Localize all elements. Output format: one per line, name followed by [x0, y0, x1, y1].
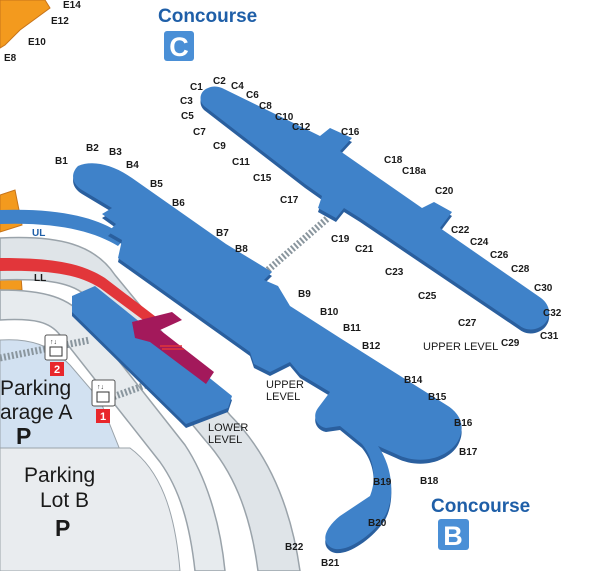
- concourse-c-title: Concourse: [158, 6, 257, 27]
- gate-labels-b: B1 B2 B3 B4 B5 B6 B7 B8 B9 B10 B11 B12 B…: [55, 143, 478, 569]
- gate-label: B18: [420, 476, 439, 487]
- gate-label: C16: [341, 127, 360, 138]
- gate-label: B9: [298, 289, 311, 300]
- gate-label: C10: [275, 112, 294, 123]
- gate-label: B14: [404, 375, 423, 386]
- gate-label: C9: [213, 141, 226, 152]
- upper-level-road: [0, 209, 125, 246]
- elevator-2-badge: [50, 362, 64, 376]
- gate-label: B16: [454, 418, 473, 429]
- elevator-2[interactable]: ↑↓ 2: [44, 334, 68, 376]
- concourse-b-title: Concourse: [431, 496, 530, 517]
- gate-label: C1: [190, 82, 203, 93]
- gate-label: C31: [540, 331, 559, 342]
- gate-labels-e: E14 E12 E10 E8: [4, 0, 81, 64]
- gate-label: C30: [534, 283, 553, 294]
- gate-label: C15: [253, 173, 272, 184]
- road-label-ll: LL: [34, 273, 46, 284]
- gate-label: C2: [213, 76, 226, 87]
- gate-label: C18: [384, 155, 403, 166]
- concourse-c-badge: [164, 31, 194, 61]
- gate-label: B4: [126, 160, 139, 171]
- upper-level-label-line1: UPPER: [266, 379, 304, 391]
- terminal-wing: [72, 286, 232, 428]
- lower-level-label-line1: LOWER: [208, 422, 248, 434]
- gate-label: E8: [4, 53, 17, 64]
- concourse-b-building: [73, 163, 462, 554]
- gate-label: C12: [292, 122, 311, 133]
- terminal-e-building: [0, 0, 51, 49]
- gate-label: B10: [320, 307, 339, 318]
- elevator-1[interactable]: ↑↓ 1: [91, 379, 116, 423]
- gate-label: C7: [193, 127, 206, 138]
- concourse-c-letter: C: [169, 32, 189, 62]
- gate-label: B1: [55, 156, 68, 167]
- parking-lot-b-symbol: P: [55, 515, 70, 541]
- gate-label: E12: [51, 16, 69, 27]
- gate-label: C8: [259, 101, 272, 112]
- gate-label: C11: [232, 157, 250, 168]
- gate-label: C4: [231, 81, 244, 92]
- gate-label: B3: [109, 147, 122, 158]
- gate-label: B21: [321, 558, 340, 569]
- gate-label: C27: [458, 318, 477, 329]
- gate-label: C23: [385, 267, 404, 278]
- concourse-b-letter: B: [443, 521, 463, 551]
- concourse-c-building: [200, 86, 550, 334]
- gate-label: B19: [373, 477, 392, 488]
- parking-garage-a-label-line2: arage A: [0, 401, 72, 424]
- lower-level-label-line2: LEVEL: [208, 434, 242, 446]
- gate-label: E14: [63, 0, 81, 11]
- gate-label: C5: [181, 111, 194, 122]
- svg-text:↑↓: ↑↓: [50, 339, 57, 346]
- gate-label: C26: [490, 250, 509, 261]
- gate-label: B15: [428, 392, 447, 403]
- gate-label: B7: [216, 228, 229, 239]
- gate-label: C17: [280, 195, 299, 206]
- lower-level-road: [0, 258, 160, 328]
- elevator-1-badge: [96, 409, 110, 423]
- gate-label: B17: [459, 447, 478, 458]
- svg-text:↑↓: ↑↓: [97, 384, 104, 391]
- parking-lot-b-label-line2: Lot B: [40, 489, 89, 512]
- gate-label: B5: [150, 179, 163, 190]
- gate-label: B2: [86, 143, 99, 154]
- gate-label: C20: [435, 186, 454, 197]
- gate-label: C24: [470, 237, 489, 248]
- gate-label: C18a: [402, 166, 426, 177]
- parking-lot-b-label-line1: Parking: [24, 464, 95, 487]
- parking-garage-a-label-line1: Parking: [0, 377, 71, 400]
- gate-labels-c: C1 C2 C3 C4 C5 C6 C7 C8 C9 C10 C11 C12 C…: [180, 76, 562, 349]
- gate-label: B8: [235, 244, 248, 255]
- walkway-connector: [132, 312, 214, 384]
- gate-label: C29: [501, 338, 520, 349]
- gate-label: C28: [511, 264, 530, 275]
- gate-label: C6: [246, 90, 259, 101]
- gate-label: C32: [543, 308, 562, 319]
- gate-label: B22: [285, 542, 304, 553]
- gate-label: C22: [451, 225, 470, 236]
- gate-label: C3: [180, 96, 193, 107]
- road-label-ul: UL: [32, 228, 45, 239]
- gate-label: C25: [418, 291, 437, 302]
- gate-label: B11: [343, 323, 361, 334]
- walkway-arrows: [160, 345, 184, 350]
- gate-label: C19: [331, 234, 350, 245]
- gate-label: B20: [368, 518, 387, 529]
- gate-label: E10: [28, 37, 46, 48]
- elevator-2-number: 2: [54, 364, 60, 376]
- parking-garage-a-symbol: P: [16, 423, 31, 449]
- upper-level-label-line2: LEVEL: [266, 391, 300, 403]
- concourse-b-badge: [438, 519, 469, 550]
- gate-label: C21: [355, 244, 374, 255]
- concourse-c-upper-level-label: UPPER LEVEL: [423, 341, 498, 353]
- elevator-1-number: 1: [100, 411, 106, 423]
- gate-label: B12: [362, 341, 381, 352]
- gate-label: B6: [172, 198, 185, 209]
